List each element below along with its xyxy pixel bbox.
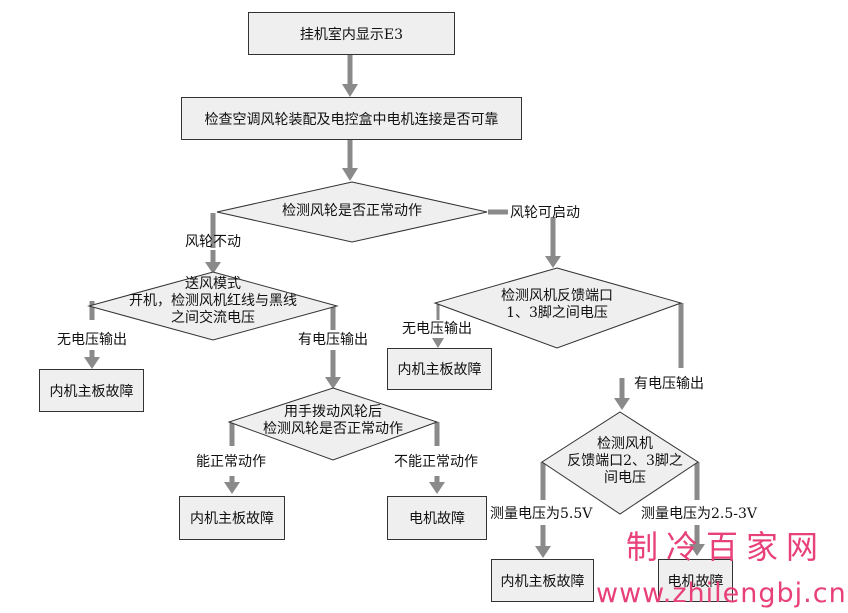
edge-label-fan-not-moving: 风轮不动 [185, 234, 241, 250]
decision-feedback-2-3-shape [541, 411, 699, 515]
decision-manual-turn-text: 用手拨动风轮后 检测风轮是否正常动作 [258, 404, 408, 438]
feedback-2-3-line-2: 反馈端口2、3脚之 [567, 453, 683, 469]
edge-label-cannot-move: 不能正常动作 [394, 454, 478, 470]
decision-feedback-2-3-text: 检测风机 反馈端口2、3脚之 间电压 [565, 436, 685, 487]
arrow-fan-can-start [488, 209, 556, 258]
manual-turn-line-1: 用手拨动风轮后 [284, 404, 382, 420]
fan-mode-line-2: 开机，检测风机红线与黑线 [129, 293, 297, 309]
feedback-1-3-line-2: 1、3脚之间电压 [506, 305, 608, 321]
edge-label-can-move: 能正常动作 [196, 454, 266, 470]
edge-label-voltage-5-5: 测量电压为5.5V [490, 506, 593, 522]
decision-feedback-1-3-shape [433, 267, 683, 349]
result-board-node-3: 内机主板故障 [179, 496, 285, 540]
fan-mode-line-3: 之间交流电压 [171, 310, 255, 326]
decision-fan-mode-text: 送风模式 开机，检测风机红线与黑线 之间交流电压 [118, 276, 308, 327]
result-board-node-4: 内机主板故障 [491, 559, 594, 602]
edge-label-has-voltage-left: 有电压输出 [298, 332, 368, 348]
watermark-url: www.zhilengbj.cn [596, 578, 847, 609]
edge-label-voltage-2-5-3: 测量电压为2.5-3V [641, 506, 758, 522]
edge-label-no-voltage-left: 无电压输出 [57, 332, 127, 348]
result-motor-node-1: 电机故障 [387, 496, 487, 540]
manual-turn-line-2: 检测风轮是否正常动作 [263, 421, 403, 437]
decision-fan-normal-shape [216, 181, 488, 243]
watermark-site-name: 制冷百家网 [626, 528, 827, 566]
decision-fan-normal-text: 检测风轮是否正常动作 [282, 203, 422, 219]
edge-label-no-voltage-right: 无电压输出 [402, 321, 472, 337]
result-motor-node-2: 电机故障 [658, 559, 733, 602]
feedback-2-3-line-1: 检测风机 [597, 436, 653, 452]
decision-fan-mode-shape [87, 271, 339, 341]
decision-feedback-1-3-text: 检测风机反馈端口 1、3脚之间电压 [482, 288, 632, 322]
check-connection-node: 检查空调风轮装配及电控盒中电机连接是否可靠 [181, 97, 522, 140]
decision-manual-turn-shape [227, 387, 439, 461]
edge-label-has-voltage-right: 有电压输出 [634, 376, 704, 392]
result-board-node-1: 内机主板故障 [39, 369, 144, 412]
result-board-node-2: 内机主板故障 [387, 348, 492, 390]
feedback-2-3-line-3: 间电压 [604, 470, 646, 486]
edge-label-fan-can-start: 风轮可启动 [510, 205, 580, 221]
start-node: 挂机室内显示E3 [248, 12, 455, 55]
fan-mode-line-1: 送风模式 [185, 276, 241, 292]
feedback-1-3-line-1: 检测风机反馈端口 [501, 288, 613, 304]
